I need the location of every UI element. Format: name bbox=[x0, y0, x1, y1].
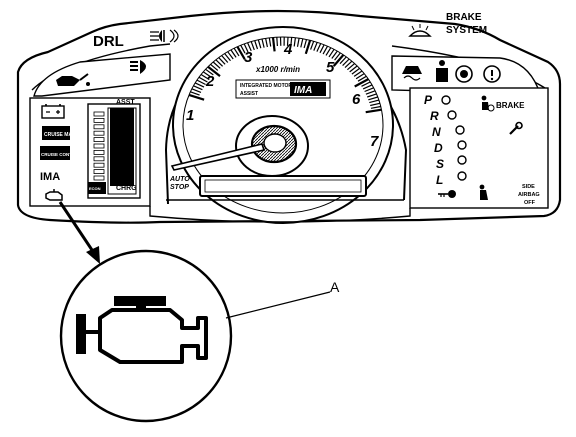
side-airbag-off-label-2: AIRBAG bbox=[518, 192, 540, 198]
tach-label-1: 1 bbox=[186, 107, 194, 124]
label-a-leader bbox=[226, 292, 330, 318]
econ-text: ECON bbox=[89, 186, 101, 191]
tach-label-3: 3 bbox=[244, 49, 253, 66]
magnified-check-engine-view bbox=[61, 251, 231, 421]
gear-s: S bbox=[436, 157, 444, 171]
tach-label-4: 4 bbox=[283, 41, 293, 58]
ima-segment bbox=[94, 163, 104, 167]
cruise-control-text: CRUISE CONTROL bbox=[41, 152, 82, 157]
gear-d: D bbox=[434, 141, 443, 155]
brake-label: BRAKE bbox=[496, 101, 525, 110]
cruise-main-text: CRUISE MAIN bbox=[44, 132, 77, 138]
tach-label-5: 5 bbox=[326, 59, 335, 76]
side-airbag-off-label: SIDE bbox=[522, 184, 535, 190]
tach-label-6: 6 bbox=[352, 91, 361, 108]
ima-segment bbox=[94, 131, 104, 135]
callout-label-a: A bbox=[330, 279, 340, 295]
ima-segment bbox=[94, 112, 104, 116]
ima-badge-text: IMA bbox=[294, 85, 312, 96]
ima-segment bbox=[94, 118, 104, 122]
brake-system-label: BRAKE bbox=[446, 12, 482, 23]
gear-l: L bbox=[436, 173, 443, 187]
ima-label: IMA bbox=[40, 171, 60, 183]
ima-segment bbox=[94, 176, 104, 180]
ima-segment bbox=[94, 157, 104, 161]
ima-segment bbox=[94, 144, 104, 148]
auto-stop-label: AUTO bbox=[169, 176, 190, 183]
asst-label: ASST bbox=[116, 99, 135, 106]
gear-r: R bbox=[430, 109, 439, 123]
tach-label-7: 7 bbox=[370, 133, 379, 150]
ima-segment bbox=[94, 170, 104, 174]
auto-stop-label-2: STOP bbox=[170, 184, 189, 191]
ima-segment bbox=[94, 138, 104, 142]
gear-p: P bbox=[424, 93, 433, 107]
tach-tick bbox=[277, 37, 278, 46]
brake-system-label-2: SYSTEM bbox=[446, 25, 487, 36]
tach-label-2: 2 bbox=[205, 73, 215, 90]
ima-segment bbox=[94, 125, 104, 129]
side-airbag-off-label-3: OFF bbox=[524, 200, 536, 206]
ima-badge: INTEGRATED MOTOR ASSIST IMA bbox=[236, 80, 330, 98]
gear-n: N bbox=[432, 125, 441, 139]
chrg-label: CHRG bbox=[116, 185, 137, 192]
odometer-display bbox=[200, 176, 366, 196]
drl-indicator: DRL bbox=[93, 33, 124, 50]
ima-segment bbox=[94, 150, 104, 154]
tach-scale-label: x1000 r/min bbox=[255, 65, 300, 74]
ima-gauge: ASST CHRG ECON bbox=[88, 99, 140, 198]
ima-badge-line1: INTEGRATED MOTOR bbox=[240, 83, 292, 89]
ima-badge-line2: ASSIST bbox=[240, 91, 258, 97]
callout-arrow-head bbox=[86, 246, 100, 264]
